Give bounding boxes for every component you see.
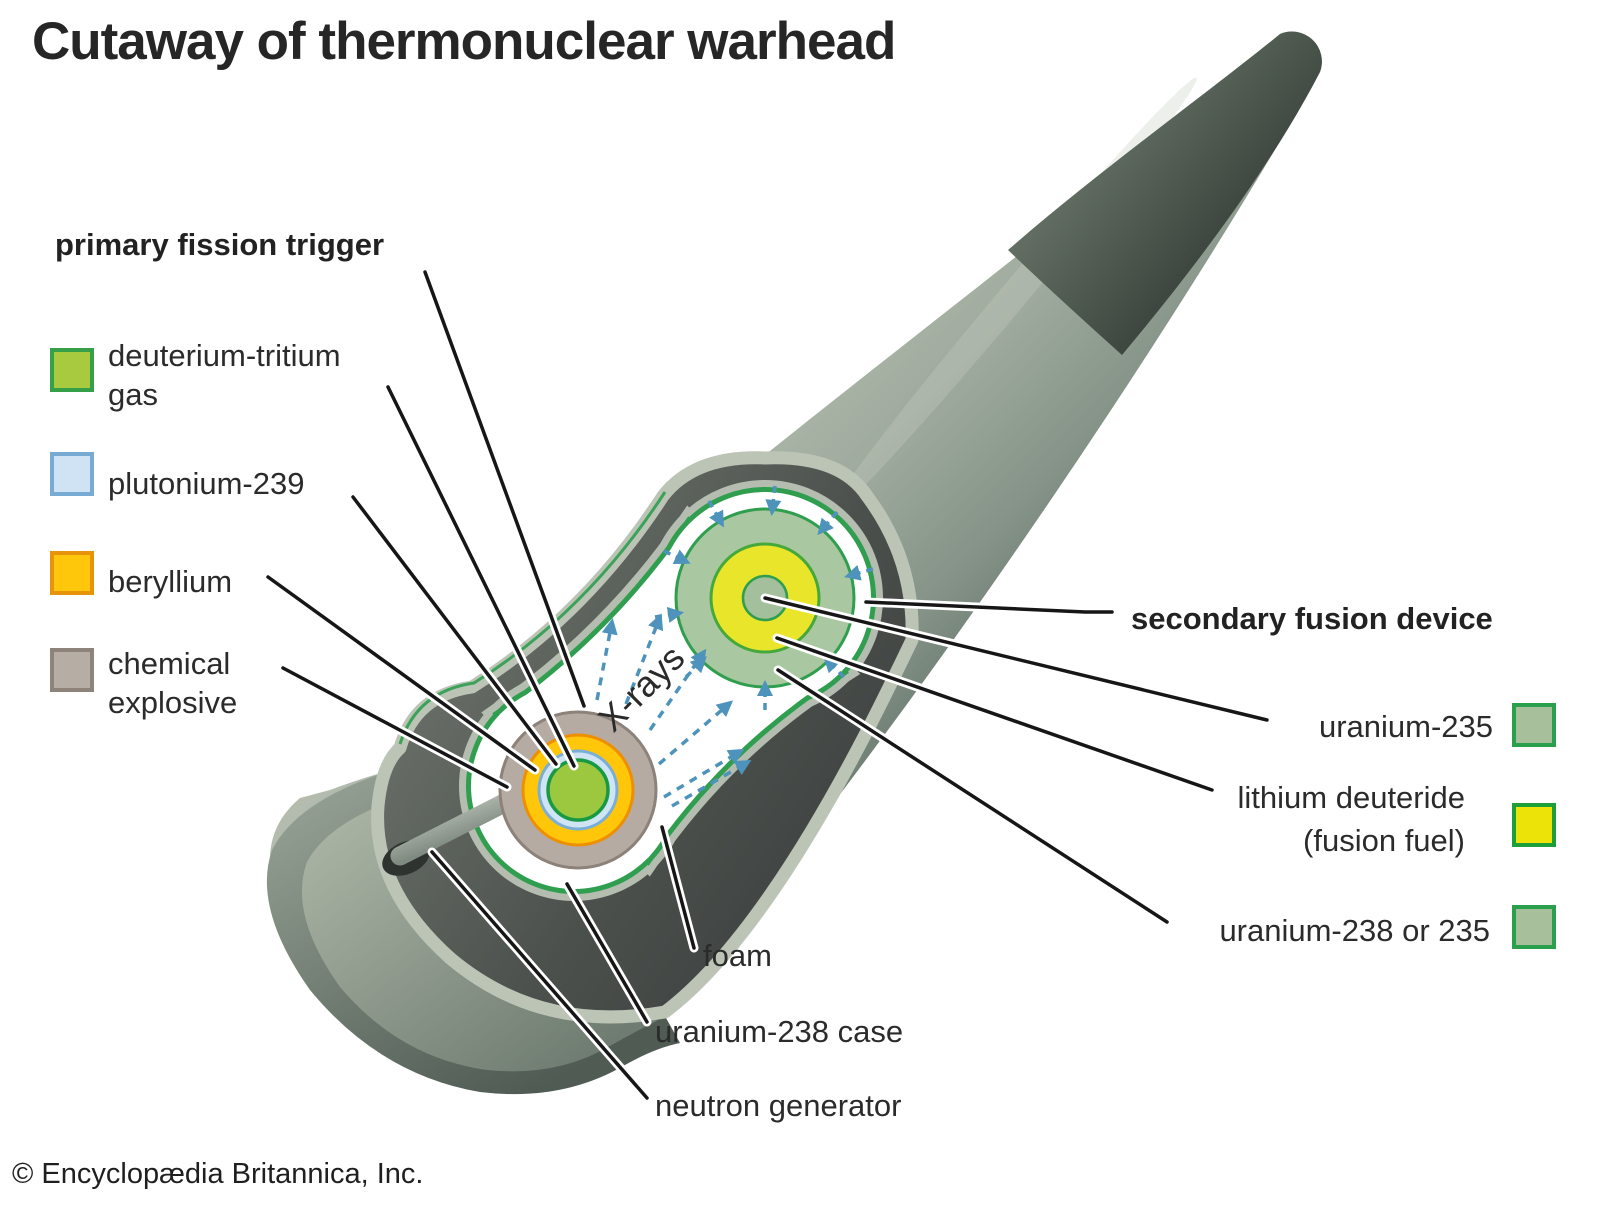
- primary-dt-gas: [546, 758, 610, 822]
- page-title: Cutaway of thermonuclear warhead: [32, 12, 896, 71]
- dt-gas-label-line1: deuterium-tritium: [108, 338, 341, 373]
- leader-primary-trigger: [420, 267, 589, 711]
- leader-secondary-device: [861, 597, 1117, 617]
- leader-lines: [263, 267, 1272, 1103]
- leader-chemical-explosive: [278, 663, 512, 792]
- primary-trigger-label: primary fission trigger: [55, 227, 385, 262]
- leader-dt-gas: [383, 382, 579, 771]
- leader-uranium-case: [562, 879, 652, 1027]
- implosion-arrows: [654, 485, 874, 710]
- lithium-deuteride-label: lithium deuteride (fusion fuel): [1238, 776, 1465, 862]
- leader-neutron-generator: [427, 847, 652, 1103]
- lithium-deuteride-line1: lithium deuteride: [1237, 780, 1465, 815]
- secondary-device-label: secondary fusion device: [1131, 601, 1493, 636]
- dt-gas-label-line2: gas: [108, 377, 158, 412]
- chemical-explosive-label: chemical explosive: [108, 644, 237, 722]
- lithium-deuteride-line2: (fusion fuel): [1303, 823, 1465, 858]
- uranium-238-or-235-swatch: [1512, 905, 1556, 949]
- leader-lithium-deuteride: [772, 633, 1217, 795]
- neutron-generator-rod: [390, 788, 524, 866]
- plutonium-label: plutonium-239: [108, 466, 305, 501]
- leader-uranium-235: [760, 593, 1272, 725]
- chemical-explosive-line1: chemical: [108, 646, 231, 681]
- plutonium-swatch: [50, 452, 94, 496]
- primary-fission-trigger: [498, 710, 658, 870]
- dt-gas-swatch: [50, 348, 94, 392]
- leader-plutonium: [348, 492, 561, 769]
- leader-foam: [657, 822, 699, 953]
- uranium-case-label: uranium-238 case: [655, 1014, 904, 1049]
- beryllium-label: beryllium: [108, 564, 233, 599]
- uranium-235-swatch: [1512, 703, 1556, 747]
- case-lining-trim: [398, 491, 667, 745]
- chemical-explosive-swatch: [50, 648, 94, 692]
- leader-uranium-238-or-235: [773, 665, 1172, 927]
- neutron-generator-label: neutron generator: [655, 1088, 902, 1123]
- lithium-deuteride-swatch: [1512, 803, 1556, 847]
- uranium-235-label: uranium-235: [1318, 709, 1493, 744]
- uranium-238-or-235-label: uranium-238 or 235: [1219, 913, 1490, 948]
- dt-gas-label: deuterium-tritium gas: [108, 336, 341, 414]
- leader-beryllium: [263, 572, 540, 775]
- copyright: © Encyclopædia Britannica, Inc.: [12, 1158, 424, 1190]
- nose-tip: [1008, 31, 1322, 356]
- beryllium-swatch: [50, 551, 94, 595]
- chemical-explosive-line2: explosive: [108, 685, 238, 720]
- foam-label: foam: [703, 938, 772, 973]
